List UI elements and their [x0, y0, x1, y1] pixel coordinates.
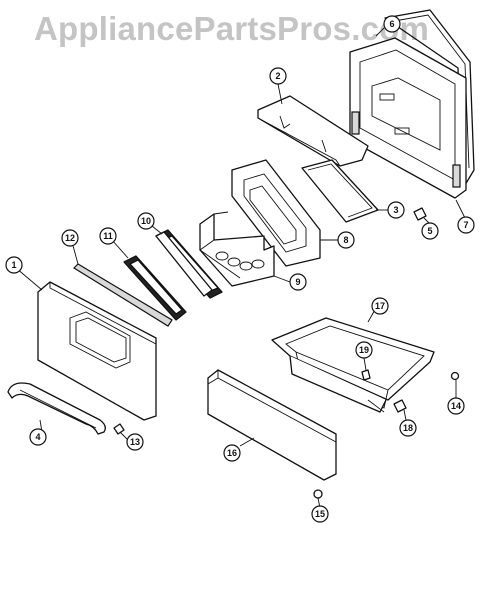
part-9-insulation-baffle: [199, 211, 275, 287]
svg-text:16: 16: [227, 448, 237, 458]
leader-lines: [15, 27, 467, 509]
part-17-drawer-liner: [271, 317, 435, 413]
part-4-door-handle: [7, 382, 106, 435]
part-11-glass-frame: [123, 255, 187, 321]
part-12-door-seal-strip: [73, 263, 173, 327]
svg-text:11: 11: [103, 231, 113, 241]
part-15-nut: [313, 489, 323, 499]
svg-text:18: 18: [403, 423, 413, 433]
callout-12: 12: [61, 229, 79, 247]
svg-text:10: 10: [141, 216, 151, 226]
part-16-drawer-front: [207, 369, 337, 481]
svg-text:15: 15: [315, 509, 325, 519]
watermark-text: AppliancePartsPros.com: [34, 10, 430, 47]
callout-13: 13: [126, 433, 144, 451]
callout-9: 9: [289, 273, 307, 291]
callout-17: 17: [371, 297, 389, 315]
svg-text:17: 17: [375, 301, 385, 311]
part-19-screw: [361, 369, 371, 381]
part-3-door-glass: [301, 159, 379, 223]
part-8-door-panel: [231, 159, 321, 267]
part-10-inner-glass: [155, 229, 223, 299]
callout-14: 14: [447, 397, 465, 415]
svg-text:8: 8: [343, 235, 348, 245]
svg-text:1: 1: [11, 260, 16, 270]
callout-2: 2: [269, 67, 287, 85]
callout-11: 11: [99, 227, 117, 245]
svg-text:14: 14: [451, 401, 461, 411]
callout-4: 4: [29, 428, 47, 446]
part-18-glide: [393, 399, 407, 413]
callout-3: 3: [387, 201, 405, 219]
callout-7: 7: [457, 216, 475, 234]
svg-text:12: 12: [65, 233, 75, 243]
callout-1: 1: [5, 256, 23, 274]
svg-text:13: 13: [130, 437, 140, 447]
svg-text:2: 2: [275, 71, 280, 81]
callout-10: 10: [137, 212, 155, 230]
callout-5: 5: [421, 222, 439, 240]
part-1-outer-door: [37, 281, 157, 421]
part-6-door-gasket: [384, 9, 475, 191]
svg-text:5: 5: [427, 226, 432, 236]
svg-text:6: 6: [389, 19, 394, 29]
svg-text:4: 4: [35, 432, 40, 442]
part-14-screw: [450, 371, 460, 381]
svg-text:19: 19: [359, 345, 369, 355]
svg-text:9: 9: [295, 277, 300, 287]
part-13-screw: [113, 423, 125, 435]
part-2-door-top-trim: [257, 95, 369, 167]
callout-15: 15: [311, 505, 329, 523]
callout-6: 6: [383, 15, 401, 33]
svg-text:3: 3: [393, 205, 398, 215]
svg-text:7: 7: [463, 220, 468, 230]
part-7-inner-door-liner: [349, 37, 467, 199]
callout-8: 8: [337, 231, 355, 249]
callout-18: 18: [399, 419, 417, 437]
part-5-clip: [413, 207, 427, 221]
callout-16: 16: [223, 444, 241, 462]
callout-19: 19: [355, 341, 373, 359]
